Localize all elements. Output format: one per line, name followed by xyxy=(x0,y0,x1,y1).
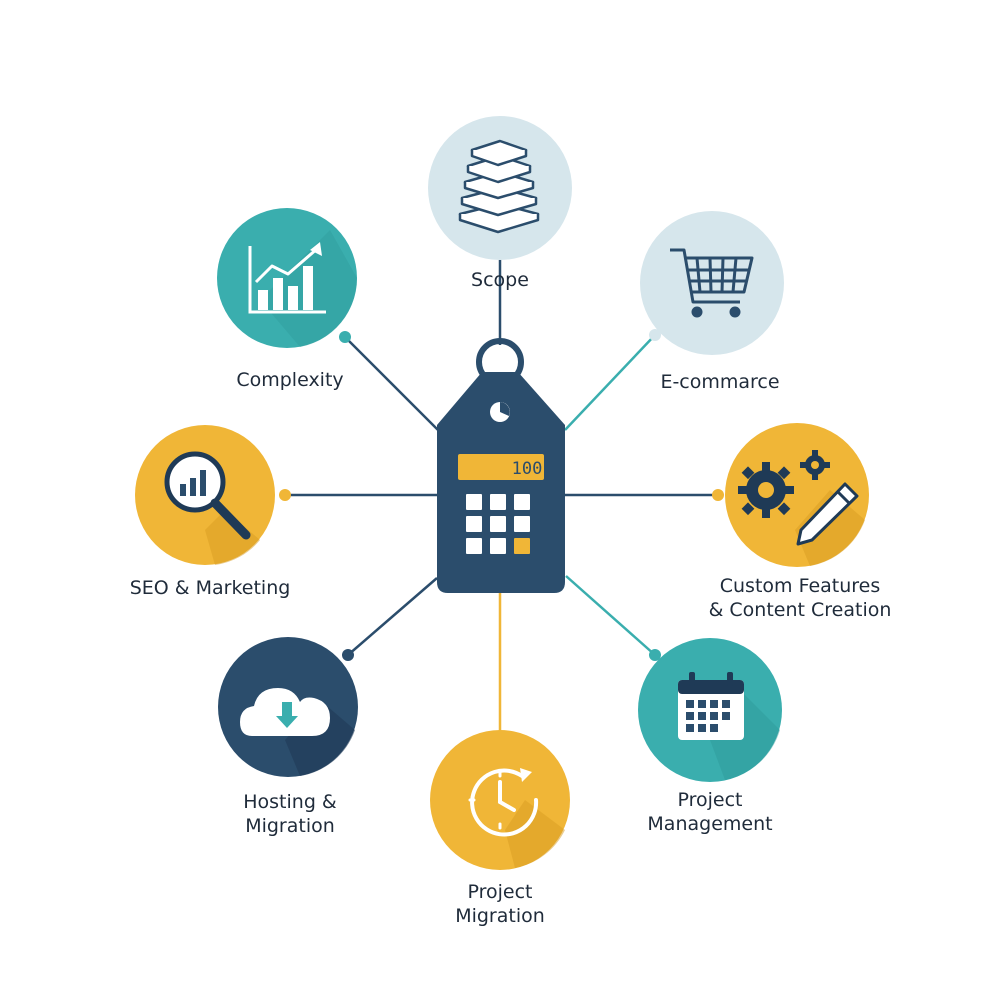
clock-icon xyxy=(468,768,539,837)
connector-ecommerce xyxy=(564,334,656,431)
label-migration: Project Migration xyxy=(425,880,575,928)
dot-complexity xyxy=(339,331,351,343)
connector-pm xyxy=(565,575,656,656)
connector-hosting xyxy=(347,577,438,656)
label-complexity-line1: Complexity xyxy=(236,369,344,391)
label-hosting-line2: Migration xyxy=(245,815,335,837)
label-scope: Scope xyxy=(440,268,560,292)
growth-chart-icon xyxy=(248,242,326,314)
label-scope-line1: Scope xyxy=(471,269,529,291)
cloud-download-icon xyxy=(240,688,330,736)
dot-custom xyxy=(712,489,724,501)
label-custom-line1: Custom Features xyxy=(719,575,881,597)
label-hosting: Hosting & Migration xyxy=(210,790,370,838)
node-scope xyxy=(428,116,572,260)
magnifier-chart-icon xyxy=(164,451,251,540)
label-pm-line1: Project xyxy=(677,789,743,811)
label-migration-line2: Migration xyxy=(455,905,545,927)
label-complexity: Complexity xyxy=(210,368,370,392)
label-seo-line1: SEO & Marketing xyxy=(129,577,291,599)
dot-pm xyxy=(649,649,661,661)
label-pm-line2: Management xyxy=(647,813,773,835)
node-custom xyxy=(725,423,869,567)
dot-hosting xyxy=(342,649,354,661)
connectors xyxy=(285,260,718,740)
label-ecommerce: E-commarce xyxy=(635,370,805,394)
label-custom-line2: & Content Creation xyxy=(708,599,892,621)
label-ecommerce-line1: E-commarce xyxy=(660,371,780,393)
label-custom: Custom Features & Content Creation xyxy=(690,574,910,622)
node-migration xyxy=(430,730,570,870)
center-price-tag: 100 xyxy=(437,338,565,593)
connector-complexity xyxy=(344,336,441,433)
node-pm xyxy=(638,638,782,782)
node-ecommerce xyxy=(640,211,784,355)
dot-ecommerce xyxy=(649,329,661,341)
label-hosting-line1: Hosting & xyxy=(243,791,337,813)
label-pm: Project Management xyxy=(625,788,795,836)
calculator-display xyxy=(458,454,544,480)
node-complexity xyxy=(217,208,358,348)
calculator-display-value: 100 xyxy=(512,459,543,479)
label-migration-line1: Project xyxy=(467,881,533,903)
node-hosting xyxy=(218,637,358,777)
calendar-icon xyxy=(678,672,744,740)
layers-stack-icon xyxy=(458,139,540,234)
label-seo: SEO & Marketing xyxy=(115,576,305,600)
shopping-cart-icon xyxy=(670,248,754,318)
price-tag-calculator-icon xyxy=(437,372,565,593)
dot-seo xyxy=(279,489,291,501)
node-seo xyxy=(135,425,275,565)
calculator-keys xyxy=(466,494,530,554)
connector-dots xyxy=(279,329,724,661)
